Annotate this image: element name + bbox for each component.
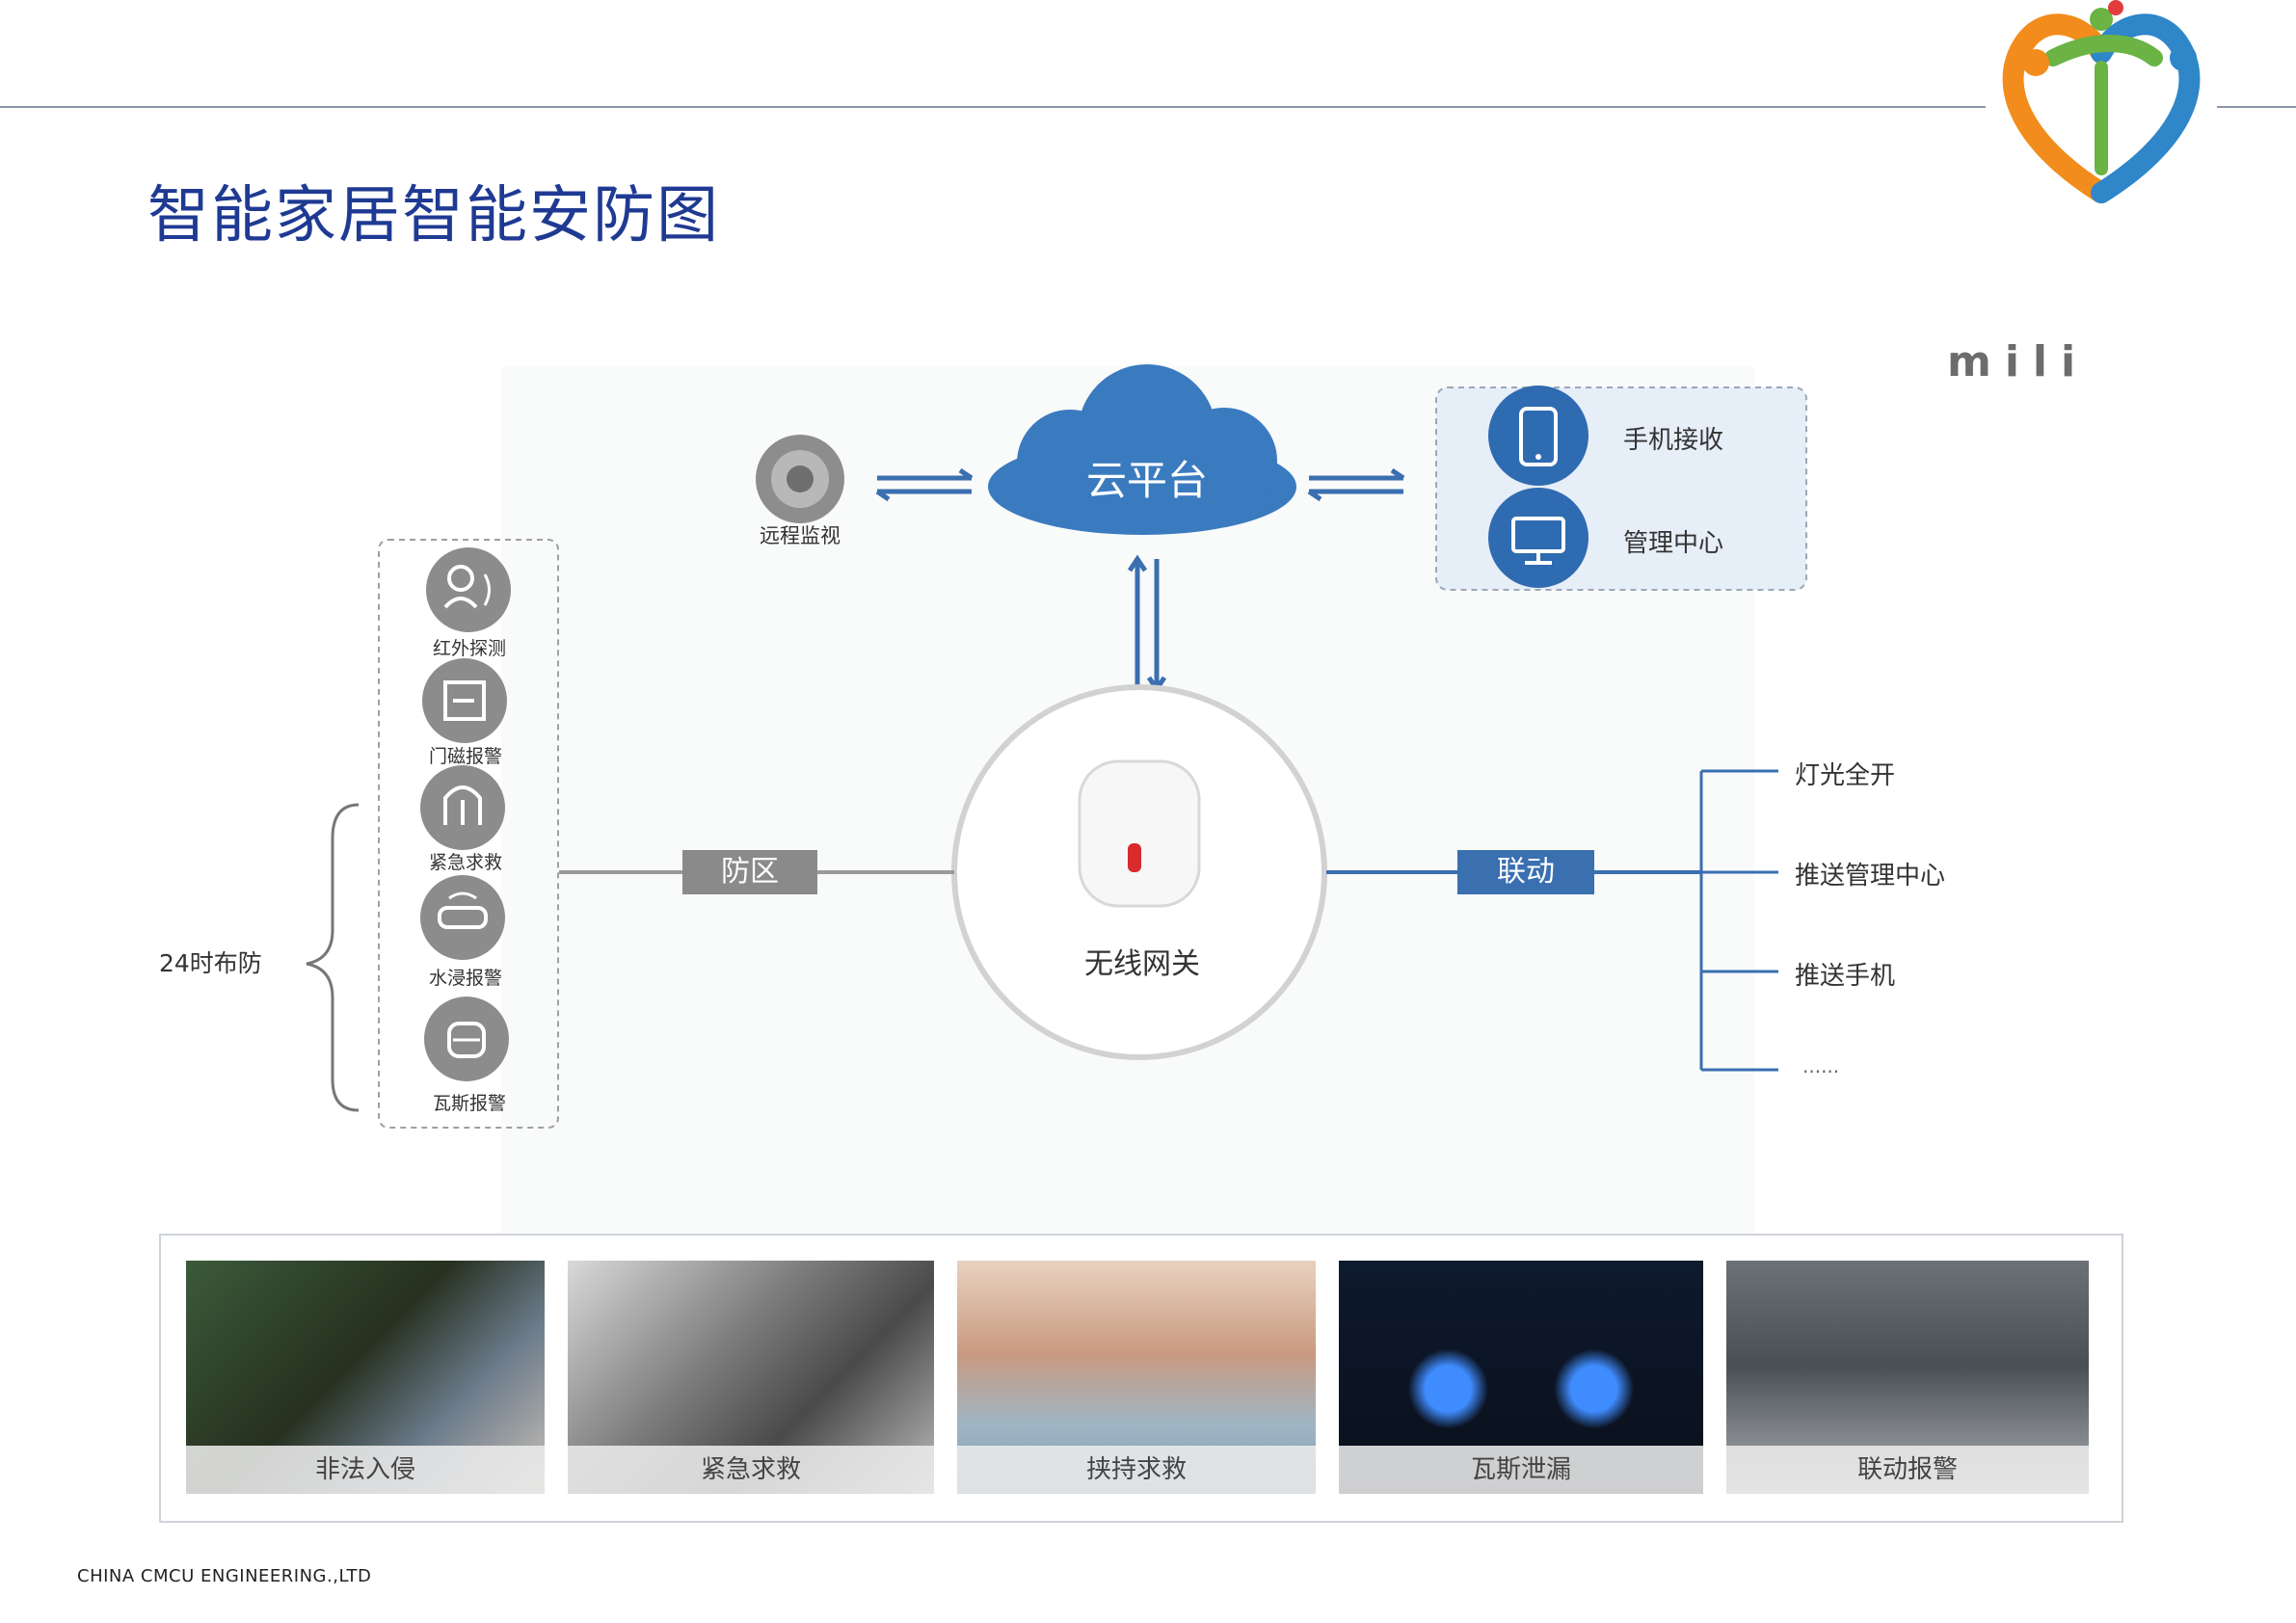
linkage-pill: 联动 (1457, 850, 1594, 894)
cloud-receiver-arrows (1307, 467, 1405, 502)
scenario-caption-hostage: 挟持求救 (957, 1446, 1316, 1494)
sensor-label-emergency: 紧急求救 (428, 852, 502, 873)
scenario-photo-intrusion: 非法入侵 (186, 1261, 545, 1494)
heart-people-logo (2002, 0, 2201, 203)
monitor-icon (1488, 488, 1589, 588)
header-rule-left (0, 106, 1986, 108)
scenario-photo-linkage: 联动报警 (1726, 1261, 2089, 1494)
scenario-caption-emergency: 紧急求救 (568, 1446, 934, 1494)
emergency-button-icon (420, 765, 505, 850)
output-branches (1699, 769, 1778, 1072)
scenario-photo-hostage: 挟持求救 (957, 1261, 1316, 1494)
zone-pill: 防区 (682, 850, 817, 894)
scenario-photo-gas: 瓦斯泄漏 (1339, 1261, 1703, 1494)
camera-cloud-arrows (875, 467, 974, 502)
sensor-label-gas: 瓦斯报警 (432, 1093, 506, 1114)
defense-label: 24时布防 (159, 949, 262, 977)
door-contact-icon (422, 658, 507, 743)
sensor-label-door: 门磁报警 (428, 746, 502, 767)
gateway-device-icon (1078, 759, 1201, 908)
sensor-label-infrared: 红外探测 (432, 638, 506, 659)
page-title: 智能家居智能安防图 (147, 180, 720, 252)
footer-company: CHINA CMCU ENGINEERING.,LTD (77, 1566, 372, 1586)
camera-label: 远程监视 (760, 524, 841, 547)
phone-icon (1488, 386, 1589, 486)
defense-brace (306, 803, 360, 1112)
sensor-box (378, 539, 559, 1129)
output-phone-label: 推送手机 (1795, 962, 1896, 991)
scenario-caption-intrusion: 非法入侵 (186, 1446, 545, 1494)
infrared-icon (426, 547, 511, 632)
sensor-label-water: 水浸报警 (428, 968, 502, 989)
output-lights-label: 灯光全开 (1795, 761, 1896, 790)
output-more-label: ...... (1802, 1054, 1840, 1078)
camera-icon (756, 435, 844, 523)
scenario-strip: 非法入侵 紧急求救 挟持求救 瓦斯泄漏 联动报警 (159, 1234, 2123, 1523)
output-center-label: 推送管理中心 (1795, 862, 1946, 891)
scenario-caption-linkage: 联动报警 (1726, 1446, 2089, 1494)
scenario-photo-emergency: 紧急求救 (568, 1261, 934, 1494)
receiver-center-label: 管理中心 (1623, 529, 1724, 558)
water-leak-icon (420, 875, 505, 960)
cloud-label: 云平台 (1085, 457, 1208, 504)
gateway-label: 无线网关 (1084, 947, 1200, 981)
scenario-caption-gas: 瓦斯泄漏 (1339, 1446, 1703, 1494)
gas-alarm-icon (424, 997, 509, 1081)
brand-wordmark: mili (1947, 337, 2090, 386)
cloud-shape (988, 364, 1296, 535)
header-rule-right (2217, 106, 2296, 108)
receiver-phone-label: 手机接收 (1623, 426, 1724, 455)
